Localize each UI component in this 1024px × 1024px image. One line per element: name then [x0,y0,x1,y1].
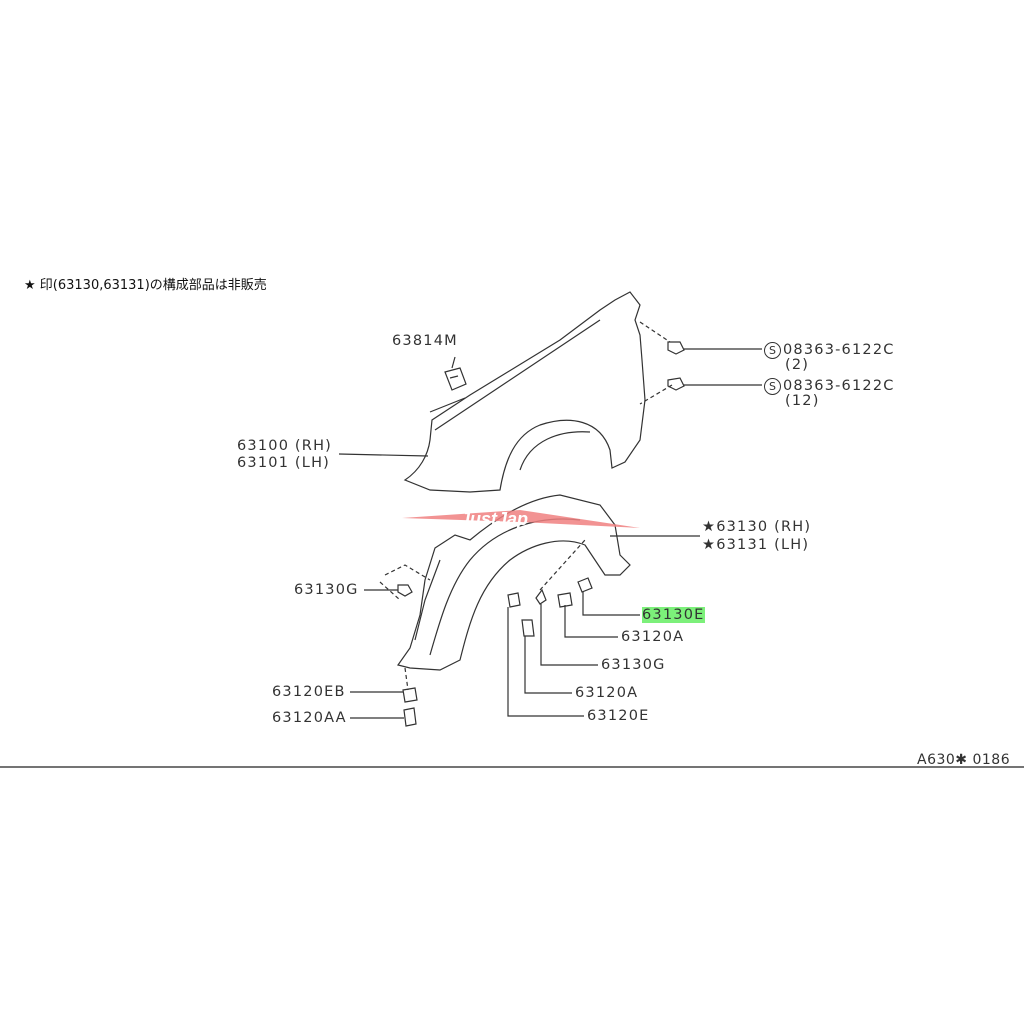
fastener-63120a-2 [557,592,573,608]
fastener-63120eb [402,687,418,703]
screw-upper [667,341,685,355]
label-63130g-right: 63130G [601,657,666,673]
label-63814m: 63814M [392,333,458,349]
fender-liner [397,494,631,671]
label-liner-rh: ★63130 (RH) [702,519,812,535]
clip-63814m [444,367,467,391]
non-sale-note: ★ 印(63130,63131)の構成部品は非販売 [24,278,267,293]
watermark-logo [402,510,640,528]
watermark-text: JustJap [460,509,528,529]
label-fender-lh: 63101 (LH) [237,455,331,471]
label-63130g-left: 63130G [294,582,359,598]
screw-1-code: 08363-6122C [783,342,895,358]
fastener-63130g-left [397,584,413,597]
diagram-code: A630✱ 0186 [917,752,1011,768]
label-63120eb: 63120EB [272,684,346,700]
screw-lower [667,377,685,391]
fastener-63130e [577,577,593,593]
fastener-63120a-1 [521,619,535,637]
label-fender-rh: 63100 (RH) [237,438,333,454]
label-63130e-highlighted: 63130E [642,607,705,623]
fastener-63120e [507,592,521,608]
fastener-63130g-right [535,588,547,605]
label-63120e: 63120E [587,708,650,724]
label-63120a-1: 63120A [621,629,685,645]
s-symbol-icon: S [764,378,781,395]
label-screw-2-qty: (12) [785,393,820,409]
front-fender [403,291,646,493]
fender-edge [429,319,601,471]
label-63120aa: 63120AA [272,710,347,726]
s-symbol-icon: S [764,342,781,359]
label-liner-lh: ★63131 (LH) [702,537,810,553]
screw-2-code: 08363-6122C [783,378,895,394]
fastener-63120aa [403,707,417,727]
label-63120a-2: 63120A [575,685,639,701]
liner-inner [414,518,581,656]
label-screw-1-qty: (2) [785,357,810,373]
